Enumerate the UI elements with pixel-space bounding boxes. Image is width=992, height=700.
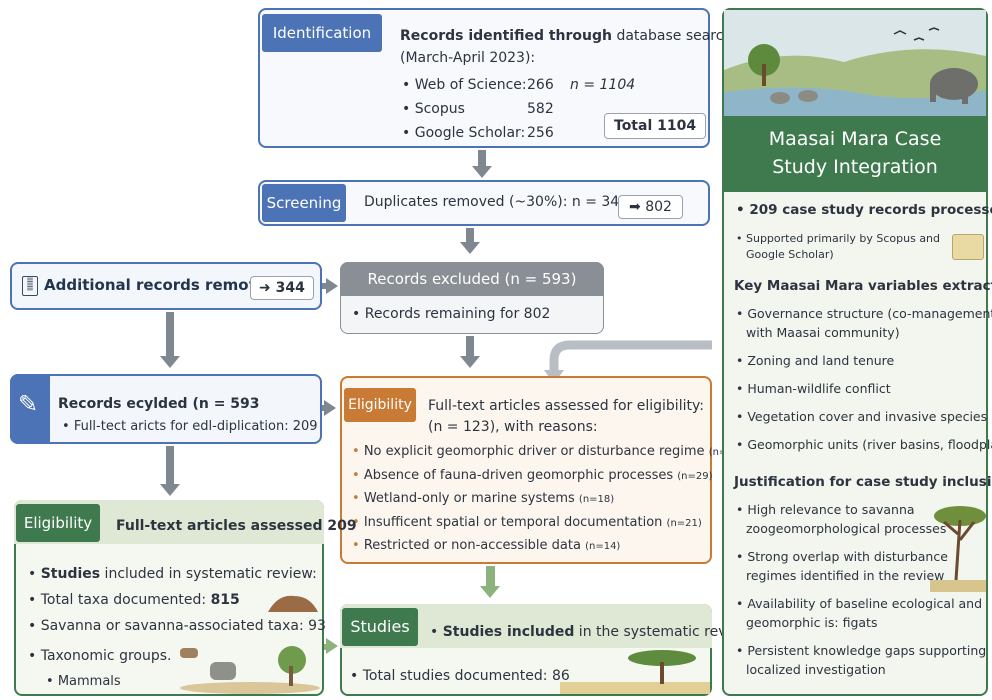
savanna-taxa-line: Savanna or savanna-associated taxa: 93	[28, 618, 326, 634]
map-icon	[952, 234, 984, 260]
just-line: • Persistent knowledge gaps supporting	[736, 643, 987, 658]
arrow-additional-to-excluded-head	[326, 278, 338, 294]
case-study-title-line1: Maasai Mara Case	[768, 128, 942, 150]
eligibility-criteria-tag: Eligibility	[344, 388, 416, 422]
exclusion-reason: • Wetland-only or marine systems (n=18)	[352, 491, 615, 506]
exclusion-reason-count: (n=14)	[585, 541, 621, 552]
records-ecylded-tag	[10, 374, 50, 444]
total-studies-line: Total studies documented: 86	[350, 668, 570, 684]
mound-illustration	[268, 595, 318, 612]
vars-line: • Vegetation cover and invasive species	[736, 409, 988, 424]
just-line: regimes identified in the review	[746, 568, 945, 583]
total-badge: Total 1104	[604, 113, 707, 139]
identification-period: (March-April 2023):	[400, 50, 536, 66]
exclusion-reason-text: Insufficent spatial or temporal document…	[363, 514, 667, 530]
exclusion-reason: • Absence of fauna-driven geomorphic pro…	[352, 467, 713, 483]
mammals-line: Mammals	[46, 674, 121, 689]
case-study-title-block	[724, 116, 986, 192]
exclusion-reason: • Insufficent spatial or temporal docume…	[352, 514, 702, 530]
just-line: geomorphic is: figats	[746, 615, 878, 630]
wildlife-illustration	[180, 646, 320, 694]
studies-included-line: Studies included in systematic review:	[28, 566, 317, 582]
arrow-right-icon: ➡	[629, 199, 646, 215]
arrow-eligibility-to-studies	[486, 566, 495, 588]
eligibility-criteria-line2: (n = 123), with reasons:	[428, 419, 598, 435]
arrow-right-icon: ➜	[259, 280, 276, 296]
records-ecylded-title: Records ecylded (n = 593	[58, 396, 260, 412]
studies-header-text: Studies included in the systematic revie…	[430, 624, 751, 640]
tree-illustration	[930, 506, 986, 592]
records-ecylded-sub: Full-tect aricts for edl-diplication: 20…	[62, 419, 318, 434]
arrow-excluded-to-eligibility-head	[460, 356, 480, 368]
eligibility-included-tag: Eligibility	[16, 504, 100, 542]
vars-line: • Governance structure (co-management	[736, 306, 992, 321]
case-vars-heading: Key Maasai Mara variables extracted:	[734, 278, 992, 294]
vars-line: • Human-wildlife conflict	[736, 381, 891, 396]
screening-tag: Screening	[262, 184, 346, 222]
document-icon: ≡≡≡	[22, 275, 38, 296]
exclusion-reason-count: (n=18)	[578, 494, 615, 505]
arrow-id-to-screening-head	[472, 166, 492, 178]
eligibility-criteria-line1: Full-text articles assessed for eligibil…	[428, 398, 704, 414]
just-line: • High relevance to savanna	[736, 502, 915, 517]
arrow-ecylded-to-eligibility-head	[324, 400, 336, 416]
case-just-heading: Justification for case study inclusion:	[734, 474, 992, 490]
taxonomic-groups-line: Taxonomic groups.	[28, 648, 172, 664]
vars-line: • Geomorphic units (river basins, floodp…	[736, 437, 992, 452]
arrow-eligibility-to-studies-head	[480, 586, 500, 598]
broom-icon: ✎	[18, 390, 39, 418]
screening-text: Duplicates removed (~30%): n = 344	[364, 194, 629, 210]
case-supported-line2: Google Scholar)	[746, 248, 834, 261]
arrow-additional-to-ecylded-head	[160, 356, 180, 368]
eligibility-included-title: Full-text articles assessed 209	[116, 518, 357, 534]
exclusion-reason-text: Restricted or non-accessible data	[363, 538, 586, 553]
exclusion-reason: • No explicit geomorphic driver or distu…	[352, 444, 744, 459]
db-google-scholar-count: 256	[527, 125, 554, 141]
db-scopus: Scopus	[402, 101, 465, 117]
acacia-illustration	[560, 650, 710, 694]
just-line: • Strong overlap with disturbance	[736, 549, 948, 564]
db-web-of-science-count: 266	[527, 77, 554, 93]
vars-line: • Zoning and land tenure	[736, 353, 895, 368]
db-total-n: n = 1104	[570, 77, 636, 93]
records-remaining: Records remaining for 802	[352, 306, 551, 322]
arrow-eligibility-left-to-studies-head	[326, 638, 338, 654]
exclusion-reason: • Restricted or non-accessible data (n=1…	[352, 538, 621, 553]
exclusion-reason-count: (n=21)	[666, 517, 702, 529]
total-taxa-line: Total taxa documented: 815	[28, 592, 240, 608]
identification-tag: Identification	[262, 14, 382, 52]
arrow-excluded-to-eligibility	[466, 336, 474, 358]
screening-result-badge: ➡ 802	[618, 195, 683, 219]
just-line: zoogeomorphological processes	[746, 521, 947, 536]
arrow-screening-to-excluded	[466, 228, 474, 244]
case-processed: 209 case study records processed	[736, 202, 992, 218]
case-supported: Supported primarily by Scopus and	[736, 232, 940, 245]
db-google-scholar: Google Scholar:	[402, 125, 526, 141]
just-line: • Availability of baseline ecological an…	[736, 596, 983, 611]
exclusion-reason-text: Absence of fauna-driven geomorphic proce…	[363, 467, 678, 483]
case-study-title-line2: Study Integration	[772, 156, 938, 178]
landscape-illustration	[724, 10, 986, 116]
exclusion-reason-count: (n=29)	[677, 470, 713, 482]
arrow-id-to-screening	[478, 150, 486, 168]
db-web-of-science: Web of Science:	[402, 77, 527, 93]
arrow-ecylded-to-eligibility-left-head	[160, 484, 180, 496]
additional-records-badge: ➜ 344	[250, 276, 314, 300]
arrow-screening-to-excluded-head	[460, 242, 480, 254]
db-scopus-count: 582	[527, 101, 554, 117]
records-excluded-header: Records excluded (n = 593)	[340, 262, 604, 296]
studies-tag: Studies	[342, 608, 418, 646]
vars-line: with Maasai community)	[746, 325, 900, 340]
arrow-additional-to-ecylded	[166, 312, 174, 358]
identification-heading: Records identified through database sear…	[400, 28, 754, 44]
just-line: localized investigation	[746, 662, 886, 677]
arrow-ecylded-to-eligibility-left	[166, 446, 174, 486]
additional-records-label: Additional records removed	[44, 276, 280, 294]
exclusion-reason-text: Wetland-only or marine systems	[363, 491, 579, 506]
exclusion-reason-text: No explicit geomorphic driver or disturb…	[363, 444, 709, 459]
